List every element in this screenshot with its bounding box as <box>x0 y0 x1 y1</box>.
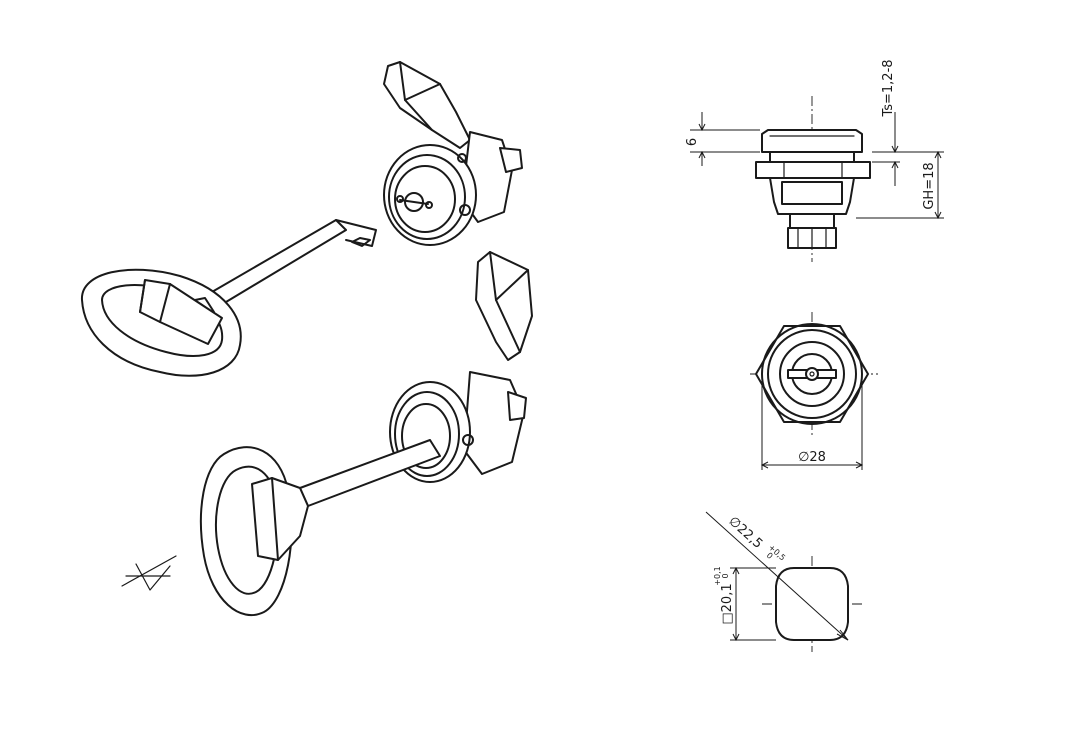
dim-cutout-diagonal-tol-lower: 0 <box>765 551 775 561</box>
side-view: 6 Ts=1,2-8 GH=18 <box>685 59 944 262</box>
dim-cutout-square-tol-upper: +0,1 <box>713 566 722 585</box>
panel-cutout-view: ∅22,5 +0,5 0 □20,1 +0,1 0 <box>705 511 862 652</box>
dim-cutout-square: □20,1 <box>720 583 735 624</box>
front-view: ∅28 <box>750 312 878 470</box>
dim-grip-height: GH=18 <box>922 162 937 209</box>
iso-key-upper <box>80 219 377 377</box>
dim-cutout-diagonal: ∅22,5 <box>725 514 765 552</box>
surface-symbol <box>121 555 177 591</box>
iso-lock-upper <box>383 61 523 246</box>
dim-panel-thickness: Ts=1,2-8 <box>881 59 896 117</box>
dim-flange-thickness: 6 <box>685 138 700 146</box>
dim-diameter: ∅28 <box>798 450 826 465</box>
dim-cutout-square-tol-lower: 0 <box>721 573 730 578</box>
iso-lock-assembly <box>199 251 533 617</box>
